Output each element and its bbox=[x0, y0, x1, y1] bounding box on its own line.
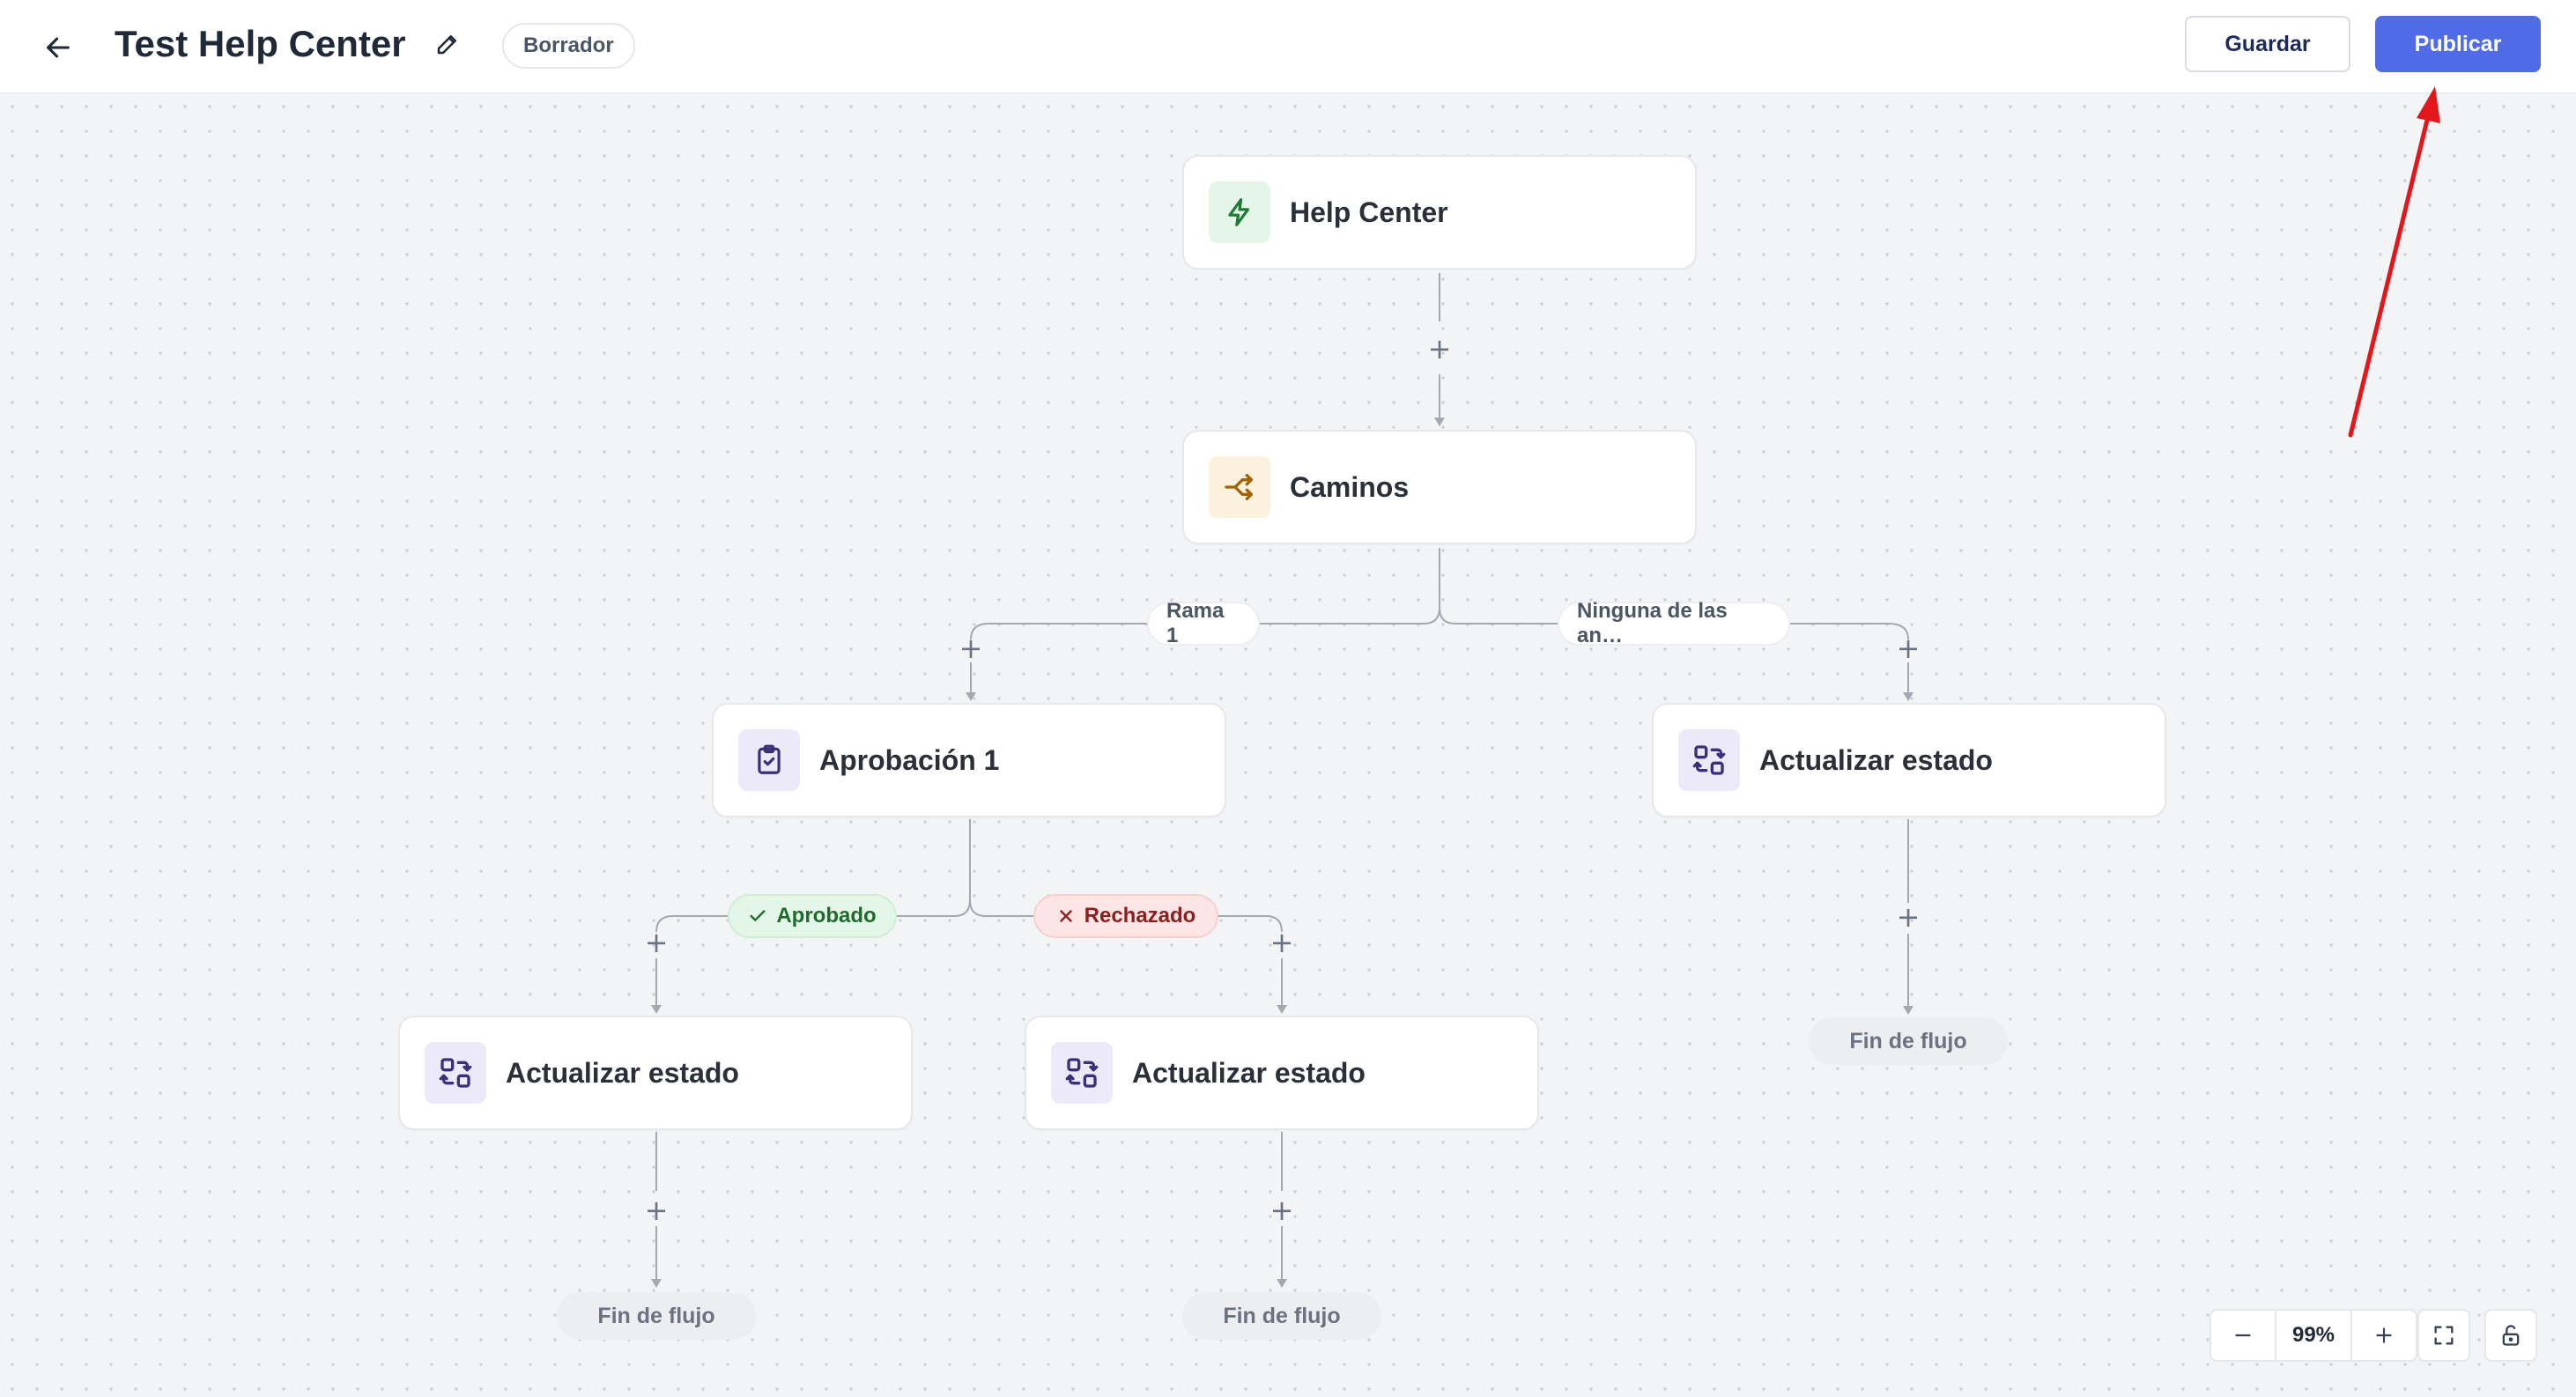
add-step-button[interactable]: + bbox=[1896, 632, 1921, 665]
back-button[interactable] bbox=[35, 25, 81, 70]
branch-label-text: Rechazado bbox=[1084, 904, 1196, 928]
branch-label-approved[interactable]: Aprobado bbox=[728, 894, 897, 938]
status-badge: Borrador bbox=[502, 23, 635, 69]
top-bar: Test Help Center Borrador Guardar Public… bbox=[0, 0, 2576, 94]
node-label: Caminos bbox=[1290, 470, 1410, 503]
trigger-node-help-center[interactable]: Help Center bbox=[1182, 155, 1697, 270]
plus-icon bbox=[2376, 1327, 2392, 1343]
update-status-node[interactable]: Actualizar estado bbox=[1652, 703, 2166, 817]
unlock-icon bbox=[2502, 1325, 2520, 1346]
edit-title-button[interactable] bbox=[430, 26, 465, 62]
add-step-button[interactable]: + bbox=[644, 1194, 669, 1227]
branch-label-text: Aprobado bbox=[776, 904, 877, 928]
end-of-flow: Fin de flujo bbox=[1182, 1292, 1381, 1340]
node-label: Help Center bbox=[1290, 196, 1448, 228]
add-step-button[interactable]: + bbox=[959, 632, 983, 665]
end-of-flow: Fin de flujo bbox=[1809, 1017, 2008, 1065]
status-swap-icon bbox=[425, 1042, 486, 1104]
zoom-in-button[interactable] bbox=[2352, 1311, 2416, 1360]
arrow-left-icon bbox=[47, 37, 70, 58]
branch-icon bbox=[1209, 456, 1270, 518]
node-label: Actualizar estado bbox=[1132, 1056, 1366, 1089]
approval-node[interactable]: Aprobación 1 bbox=[712, 703, 1226, 817]
zoom-level: 99% bbox=[2275, 1311, 2352, 1360]
status-swap-icon bbox=[1678, 729, 1740, 791]
clipboard-check-icon bbox=[738, 729, 800, 791]
add-step-button[interactable]: + bbox=[1269, 1194, 1294, 1227]
check-icon bbox=[748, 906, 767, 926]
update-status-node[interactable]: Actualizar estado bbox=[1025, 1016, 1539, 1130]
paths-node[interactable]: Caminos bbox=[1182, 430, 1697, 544]
zoom-out-button[interactable] bbox=[2211, 1311, 2275, 1360]
add-step-button[interactable]: + bbox=[1427, 332, 1452, 366]
fullscreen-icon bbox=[2434, 1326, 2454, 1345]
save-button[interactable]: Guardar bbox=[2185, 16, 2350, 72]
minus-icon bbox=[2235, 1334, 2251, 1337]
lightning-icon bbox=[1209, 181, 1270, 243]
node-label: Actualizar estado bbox=[506, 1056, 739, 1089]
end-of-flow: Fin de flujo bbox=[557, 1292, 756, 1340]
node-label: Actualizar estado bbox=[1759, 743, 1993, 776]
close-icon bbox=[1056, 906, 1076, 926]
node-label: Aprobación 1 bbox=[819, 743, 1000, 776]
add-step-button[interactable]: + bbox=[1896, 900, 1921, 934]
branch-label-rejected[interactable]: Rechazado bbox=[1033, 894, 1218, 938]
fit-view-button[interactable] bbox=[2417, 1309, 2470, 1362]
add-step-button[interactable]: + bbox=[1269, 926, 1294, 959]
publish-button[interactable]: Publicar bbox=[2375, 16, 2541, 72]
update-status-node[interactable]: Actualizar estado bbox=[398, 1016, 913, 1130]
lock-toggle-button[interactable] bbox=[2484, 1309, 2537, 1362]
branch-label-none-of-above[interactable]: Ninguna de las an… bbox=[1558, 599, 1790, 647]
status-swap-icon bbox=[1051, 1042, 1113, 1104]
pencil-icon bbox=[437, 35, 456, 55]
add-step-button[interactable]: + bbox=[644, 926, 669, 959]
branch-label-rama-1[interactable]: Rama 1 bbox=[1147, 599, 1260, 647]
page-title: Test Help Center bbox=[115, 23, 406, 64]
zoom-controls: 99% bbox=[2210, 1309, 2417, 1362]
